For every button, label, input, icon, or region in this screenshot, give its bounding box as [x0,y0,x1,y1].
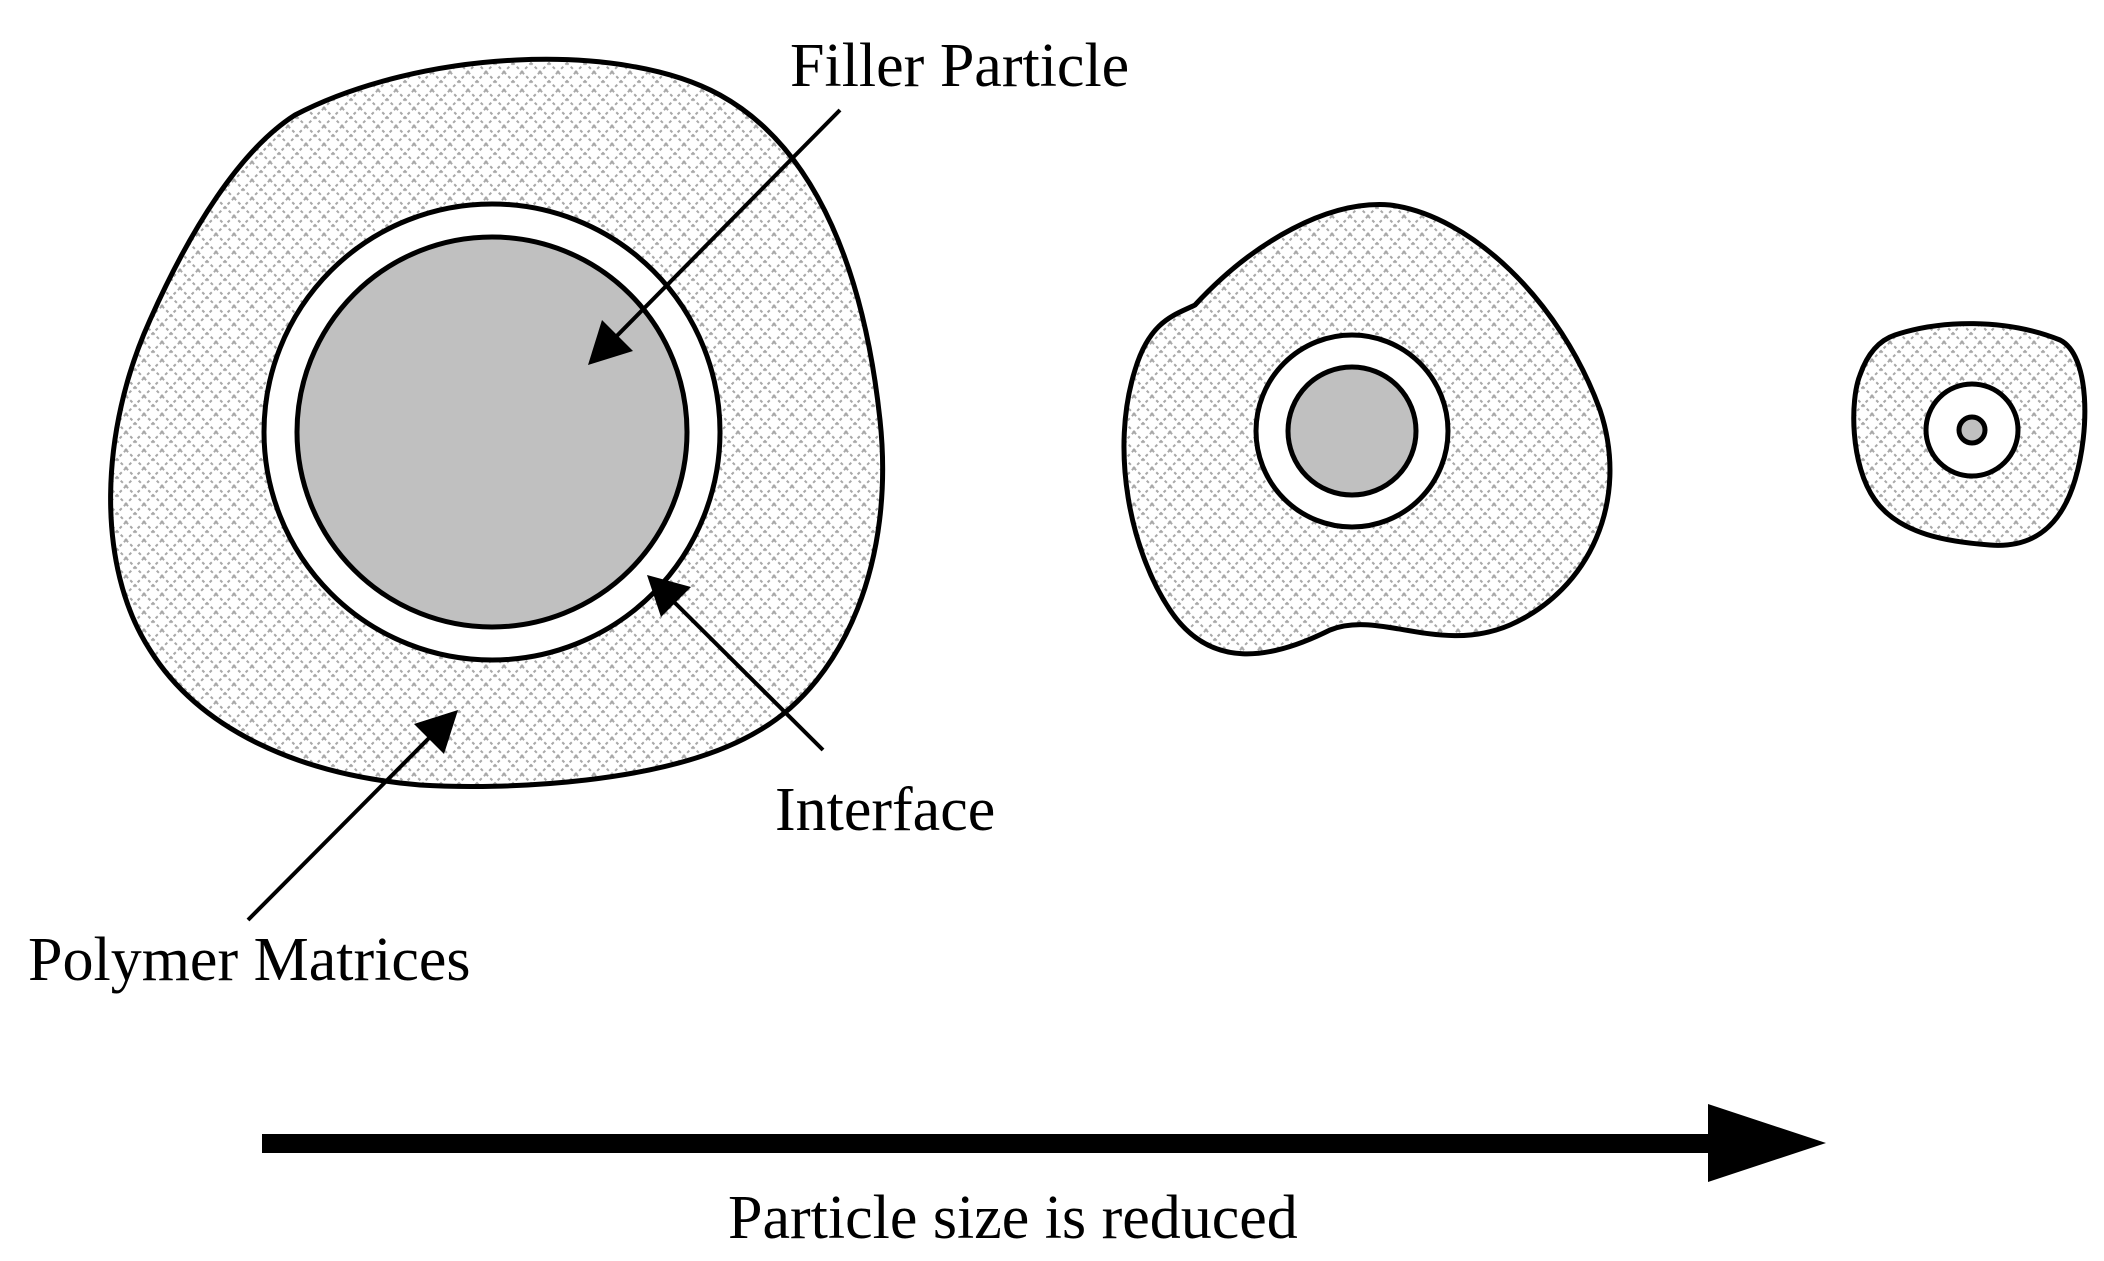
size-reduction-arrow-head [1708,1104,1826,1182]
filler-particle-arrowhead [588,320,633,365]
filler-particle-small [1956,414,1988,446]
interface-leader [658,586,825,752]
polymer-matrices-label: Polymer Matrices [28,926,471,994]
large-composite-unit [108,56,886,789]
interface-arrowhead [647,575,691,617]
filler-particle-large [294,234,690,630]
polymer-matrices-arrowhead [414,710,458,754]
interface-label: Interface [775,776,995,844]
small-composite-unit [1851,321,2088,548]
size-reduction-arrow-shaft [262,1134,1722,1153]
medium-composite-unit [1121,202,1613,657]
filler-particle-medium [1285,364,1419,498]
polymer-matrices-leader [246,720,447,922]
size-reduction-caption: Particle size is reduced [728,1184,1298,1252]
filler-particle-label: Filler Particle [790,32,1129,100]
size-reduction-arrow [262,1104,1826,1182]
filler-particle-leader [593,108,842,360]
